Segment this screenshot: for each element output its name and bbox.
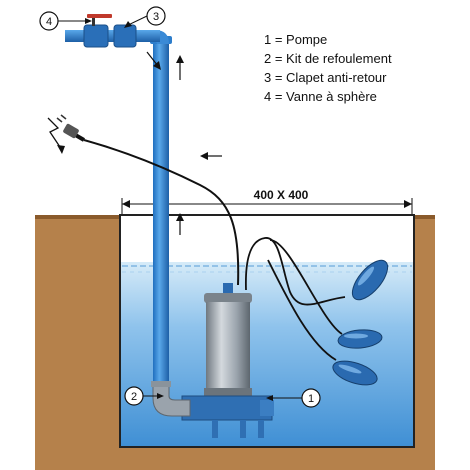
cable-arrow [200,152,222,160]
marker-3: 3 [124,6,166,28]
legend-item-ball-valve: 4 = Vanne à sphère [264,89,377,104]
flow-arrow-upper [176,55,184,80]
pump [181,283,274,438]
marker-4-label: 4 [46,16,52,28]
dimension-label: 400 X 400 [254,188,309,202]
check-valve [113,24,137,48]
legend: 1 = Pompe 2 = Kit de refoulement 3 = Cla… [264,32,392,104]
float-switch-top [351,259,389,301]
ball-valve [83,14,112,48]
lightning-icon [47,117,65,154]
marker-3-label: 3 [153,11,159,23]
legend-item-discharge-kit: 2 = Kit de refoulement [264,51,392,66]
discharge-elbow [151,381,191,417]
plug-icon [56,114,79,139]
float-cables [244,237,346,361]
legend-item-pump: 1 = Pompe [264,32,327,47]
marker-1: 1 [266,388,321,408]
marker-1-label: 1 [308,393,314,405]
marker-4: 4 [39,11,92,31]
upper-pipe-arrow [146,51,161,70]
marker-2: 2 [124,386,164,406]
float-switch-middle [337,329,383,349]
legend-item-check-valve: 3 = Clapet anti-retour [264,70,387,85]
flow-arrow-lower [176,213,184,235]
dimension-line: 400 X 400 [121,188,413,214]
marker-2-label: 2 [131,391,137,403]
float-switch-bottom [332,360,378,386]
